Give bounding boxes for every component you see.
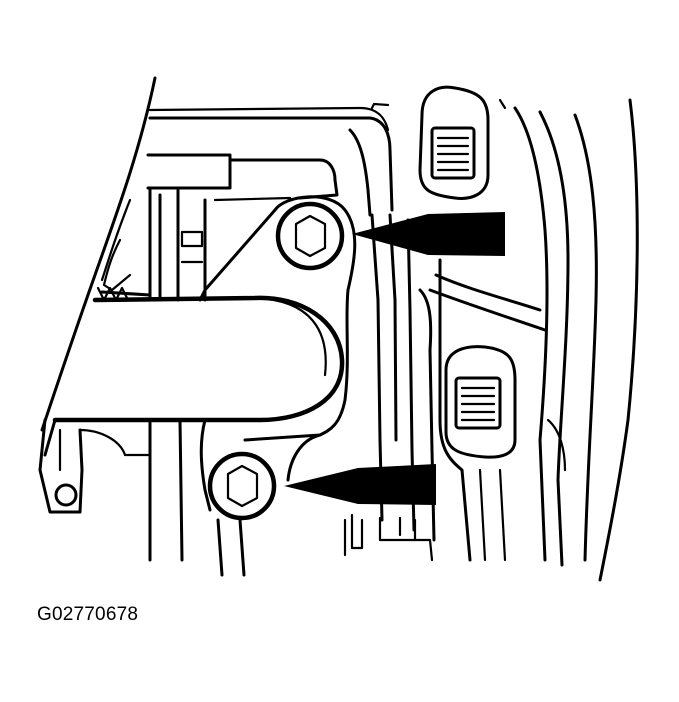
upper-bolt-arrow — [352, 212, 505, 256]
top-frame — [146, 102, 394, 217]
lower-plug — [444, 345, 517, 459]
left-housing — [40, 76, 157, 432]
left-fixture — [38, 418, 152, 514]
lower-bolt — [207, 451, 277, 521]
right-housing — [478, 98, 639, 582]
lower-bolt-arrow — [284, 464, 436, 505]
center-panel — [428, 273, 547, 332]
figure-id-label: G02770678 — [37, 604, 139, 625]
bracket — [199, 195, 357, 512]
left-posts — [148, 188, 246, 577]
shaft — [43, 295, 345, 457]
bracket-diagonal — [198, 208, 277, 302]
center-ribs — [343, 213, 472, 562]
upper-plug — [418, 85, 490, 200]
upper-bolt — [275, 201, 345, 271]
